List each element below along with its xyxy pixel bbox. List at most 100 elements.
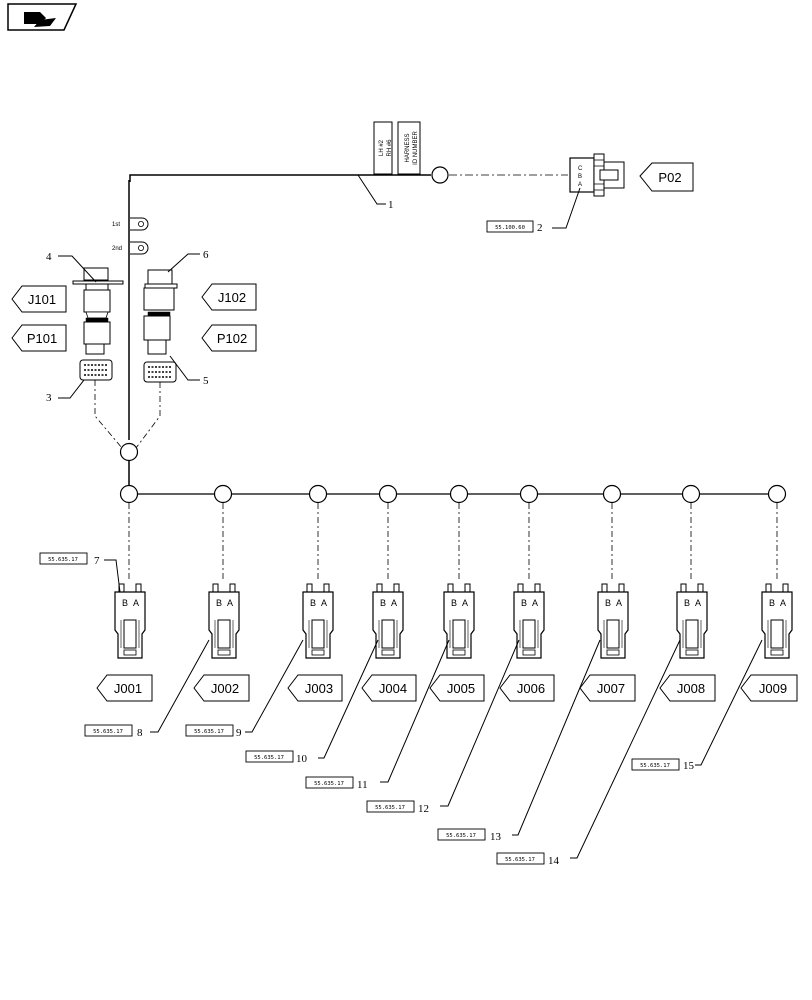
pin-a: A xyxy=(321,598,327,608)
pin-b: B xyxy=(451,598,457,608)
p02-pin-c: C xyxy=(578,166,583,172)
pin-a: A xyxy=(462,598,468,608)
callout-1: 1 xyxy=(388,199,394,211)
tag-j003: J003 xyxy=(305,681,333,696)
pin-a: A xyxy=(391,598,397,608)
callout-8: 8 xyxy=(137,727,143,739)
tag-j009: J009 xyxy=(759,681,787,696)
first-tab-label: 1st xyxy=(112,222,120,228)
callout-15: 15 xyxy=(683,760,695,772)
connector-tag-texts: P02 J101 P101 J102 P102 J001 J002 J003 J… xyxy=(27,170,787,696)
tag-p02: P02 xyxy=(658,170,681,185)
connector-j001-body: B A xyxy=(114,583,146,659)
splice-node xyxy=(119,484,139,504)
callout-5: 5 xyxy=(203,375,209,387)
second-tab-label: 2nd xyxy=(112,246,122,252)
tag-j006: J006 xyxy=(517,681,545,696)
connector-j002-body: B A xyxy=(208,583,240,659)
connector-tags xyxy=(11,162,798,702)
callout-11: 11 xyxy=(357,779,368,791)
ref-item-10: 55.635.17 xyxy=(254,755,284,761)
reference-boxes xyxy=(39,220,680,865)
connector-j005-body: B A xyxy=(443,583,475,659)
pin-a: A xyxy=(532,598,538,608)
ref-item-11: 55.635.17 xyxy=(314,781,344,787)
splice-node xyxy=(681,484,701,504)
connector-j007-body: B A xyxy=(597,583,629,659)
pin-a: A xyxy=(616,598,622,608)
callout-numbers: 1 2 3 4 5 6 7 8 9 10 11 12 13 14 15 xyxy=(46,199,695,867)
p02-connector: C B A xyxy=(569,153,625,197)
callout-2: 2 xyxy=(537,222,543,234)
ground-tabs: 1st 2nd xyxy=(112,217,149,255)
ref-item-13: 55.635.17 xyxy=(446,833,476,839)
callout-14: 14 xyxy=(548,855,560,867)
p02-pin-b: B xyxy=(578,174,582,180)
tag-p101: P101 xyxy=(27,331,57,346)
tag-j005: J005 xyxy=(447,681,475,696)
pin-b: B xyxy=(521,598,527,608)
pin-b: B xyxy=(684,598,690,608)
pin-a: A xyxy=(133,598,139,608)
pin-a: A xyxy=(695,598,701,608)
ref-item-8: 55.635.17 xyxy=(93,729,123,735)
harness-wires xyxy=(94,174,778,580)
ref-item-7: 55.635.17 xyxy=(48,557,78,563)
connector-j009-body: B A xyxy=(761,583,793,659)
tag-j004: J004 xyxy=(379,681,407,696)
callout-4: 4 xyxy=(46,251,52,263)
j102-p102-connector-stack xyxy=(143,269,178,383)
callout-10: 10 xyxy=(296,753,308,765)
p02-pin-a: A xyxy=(578,182,582,188)
tag-j002: J002 xyxy=(211,681,239,696)
connector-j004-body: B A xyxy=(372,583,404,659)
callout-leaders xyxy=(58,174,763,859)
ref-item-9: 55.635.17 xyxy=(194,729,224,735)
tag-j001: J001 xyxy=(114,681,142,696)
splice-node xyxy=(519,484,539,504)
tag-j102: J102 xyxy=(218,290,246,305)
splice-points xyxy=(119,166,787,504)
tag-j101: J101 xyxy=(28,292,56,307)
ref-item-2: 55.100.60 xyxy=(495,225,525,231)
splice-node xyxy=(449,484,469,504)
pin-b: B xyxy=(605,598,611,608)
j-connectors: B A B A B A B A B A B A B xyxy=(114,583,793,659)
connector-j008-body: B A xyxy=(676,583,708,659)
callout-12: 12 xyxy=(418,803,429,815)
pin-b: B xyxy=(380,598,386,608)
tag-p102: P102 xyxy=(217,331,247,346)
ref-item-15: 55.635.17 xyxy=(640,763,670,769)
ref-item-12: 55.635.17 xyxy=(375,805,405,811)
harness-label: HARNESS xyxy=(405,133,411,162)
pin-a: A xyxy=(227,598,233,608)
callout-9: 9 xyxy=(236,727,242,739)
splice-node xyxy=(378,484,398,504)
splice-node xyxy=(431,166,449,184)
pin-b: B xyxy=(310,598,316,608)
splice-node xyxy=(119,442,139,462)
rh-label: RH #6 xyxy=(387,139,393,157)
pin-b: B xyxy=(122,598,128,608)
callout-3: 3 xyxy=(46,392,52,404)
callout-6: 6 xyxy=(203,249,209,261)
splice-node xyxy=(767,484,787,504)
connector-j003-body: B A xyxy=(302,583,334,659)
back-arrow-icon[interactable] xyxy=(7,3,78,31)
pin-a: A xyxy=(780,598,786,608)
tag-j007: J007 xyxy=(597,681,625,696)
j101-p101-connector-stack xyxy=(72,267,124,381)
connector-j006-body: B A xyxy=(513,583,545,659)
lh-label: LH #2 xyxy=(379,139,385,156)
splice-node xyxy=(602,484,622,504)
splice-node xyxy=(308,484,328,504)
splice-node xyxy=(213,484,233,504)
callout-13: 13 xyxy=(490,831,502,843)
tag-j008: J008 xyxy=(677,681,705,696)
pin-b: B xyxy=(216,598,222,608)
ref-item-14: 55.635.17 xyxy=(505,857,535,863)
callout-7: 7 xyxy=(94,555,100,567)
reference-box-texts: 55.100.60 55.635.17 55.635.17 55.635.17 … xyxy=(48,225,670,863)
id-number-label: ID NUMBER xyxy=(413,131,419,165)
